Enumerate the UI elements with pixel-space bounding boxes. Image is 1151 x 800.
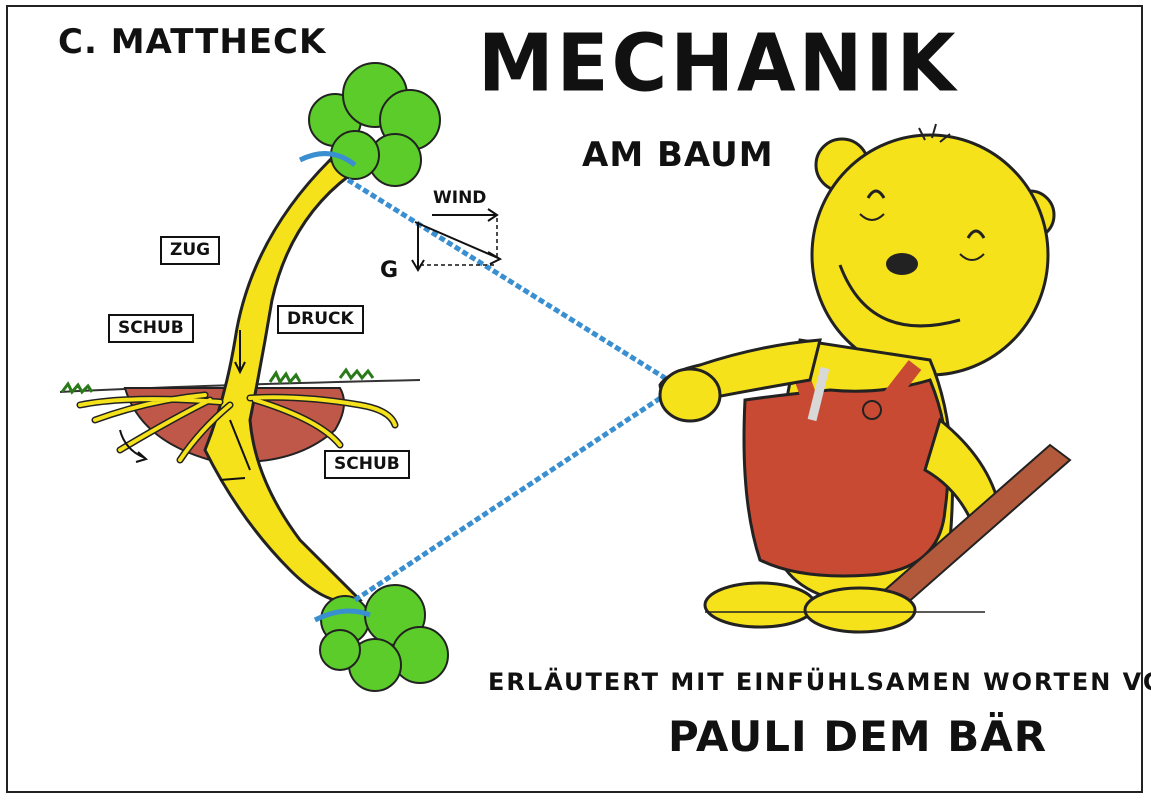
gravity-arrow (411, 222, 425, 272)
book-title: MECHANIK (478, 15, 959, 110)
tree-roots-fill (78, 393, 397, 462)
bear-illustration (658, 123, 1072, 634)
rope-upper (346, 177, 667, 381)
label-gravity: G (380, 258, 399, 283)
trunk-arrows (219, 330, 251, 481)
grass-tuft (60, 367, 375, 395)
book-subtitle: AM BAUM (582, 135, 774, 175)
rope-knot-top (298, 151, 357, 168)
top-foliage (308, 62, 441, 187)
ground-line (59, 379, 421, 393)
rope-knot-bottom (313, 608, 371, 623)
author-name: C. MATTHECK (58, 22, 327, 62)
label-druck: DRUCK (277, 305, 364, 334)
rope-lower (353, 392, 667, 603)
book-tagline: ERLÄUTERT MIT EINFÜHLSAMEN WORTEN VON (488, 668, 1151, 696)
label-zug: ZUG (160, 236, 221, 265)
root-arrow (119, 429, 149, 463)
dashed-helpers (420, 218, 498, 266)
resultant-arrow (414, 221, 503, 265)
wind-arrow (432, 208, 499, 222)
label-schub-root: SCHUB (324, 450, 410, 479)
bear-name: PAULI DEM BÄR (668, 712, 1048, 761)
label-schub-trunk: SCHUB (108, 314, 194, 343)
bottom-foliage (319, 584, 449, 692)
label-wind: WIND (433, 188, 487, 208)
